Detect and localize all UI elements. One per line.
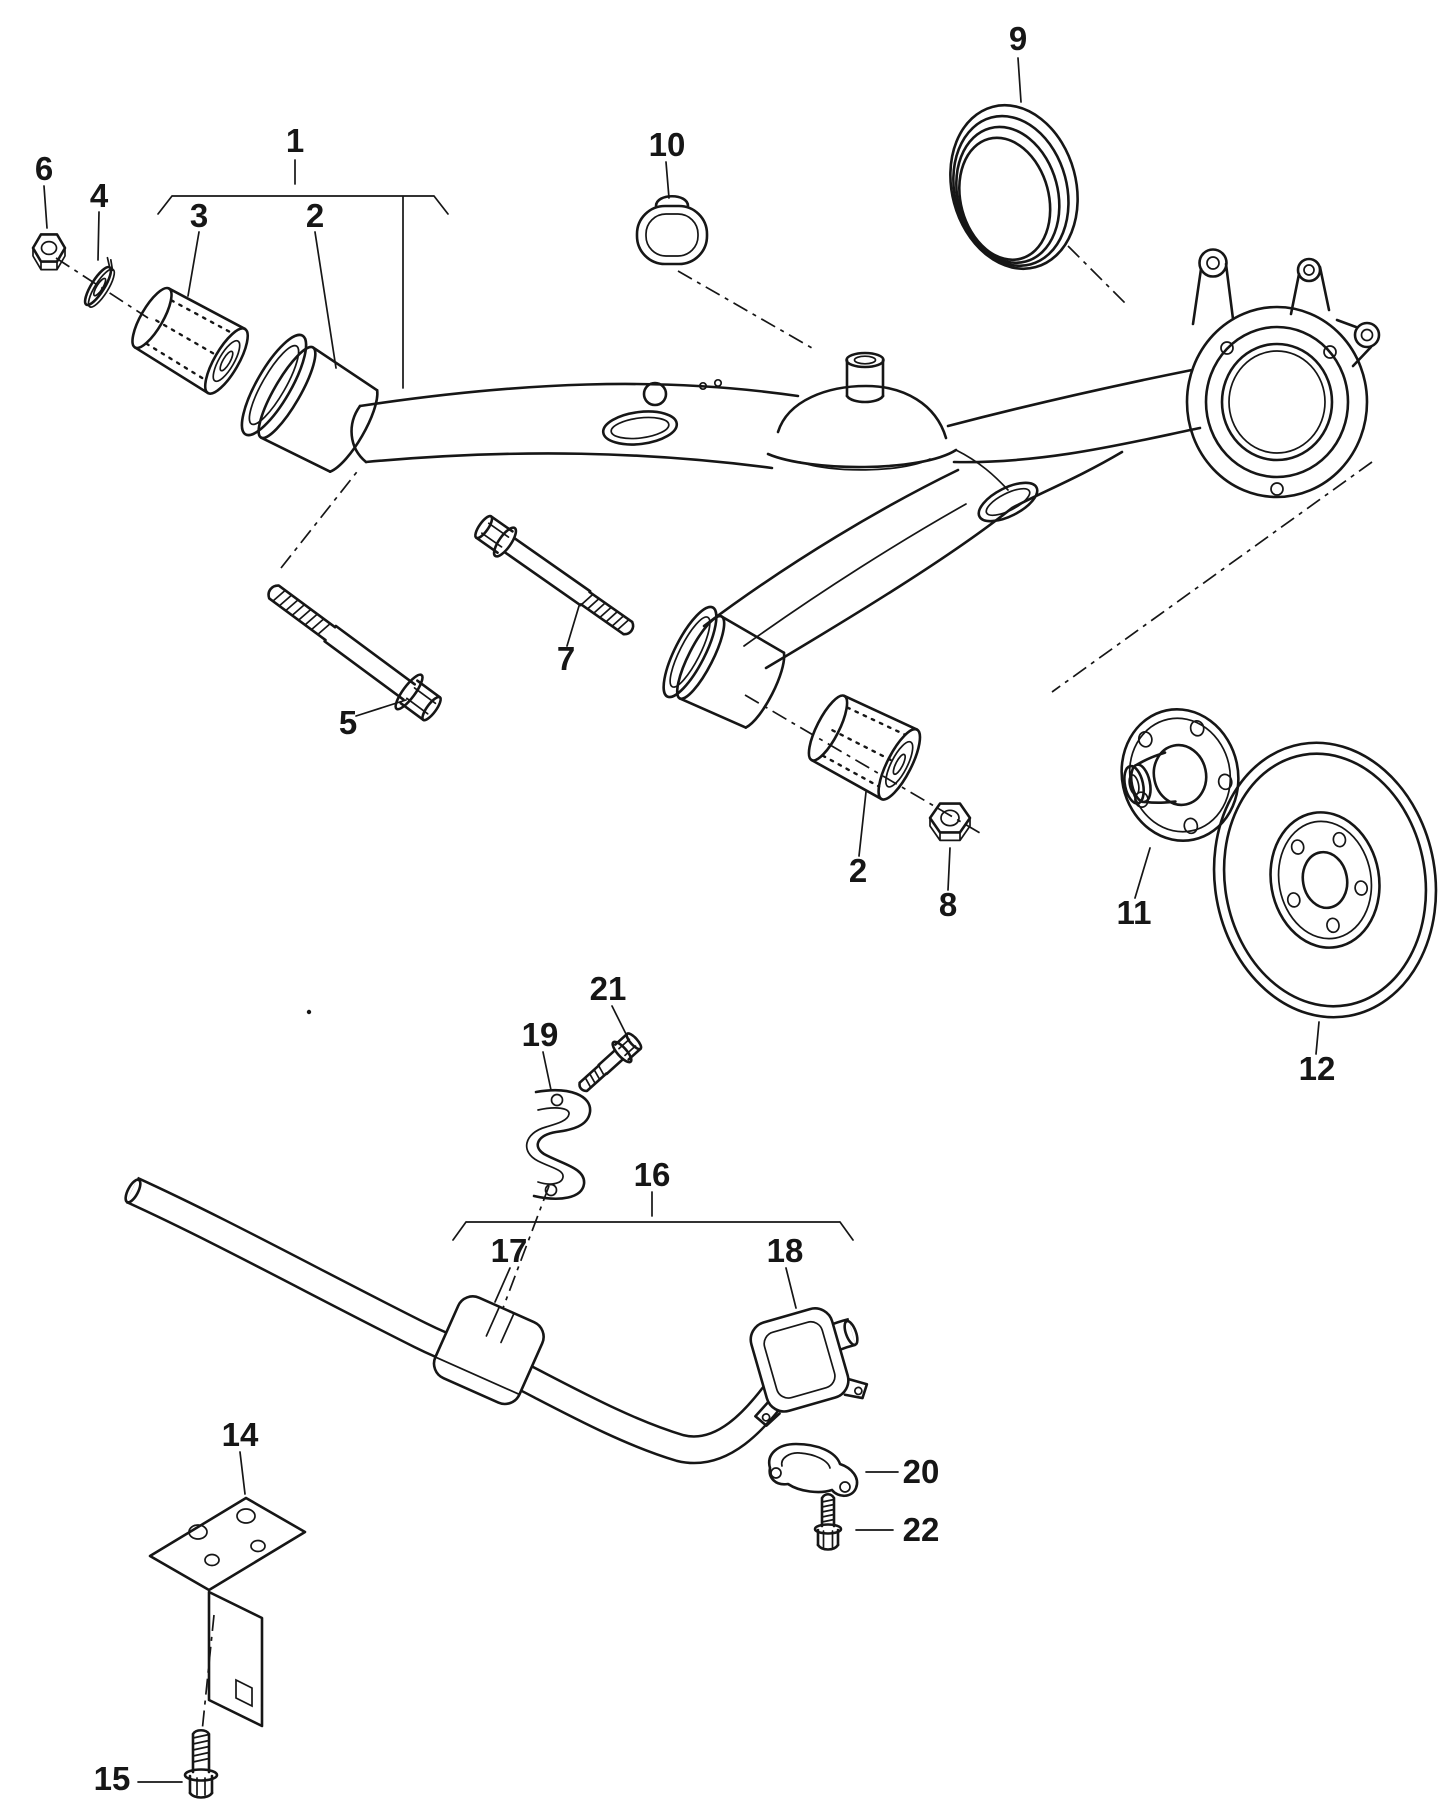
callout-8: 8 xyxy=(939,886,957,923)
callout-7: 7 xyxy=(557,640,575,677)
brake-disc-drawing xyxy=(1212,741,1438,1019)
callout-19: 19 xyxy=(522,1016,559,1053)
dot-mark xyxy=(306,1009,312,1015)
callout-11: 11 xyxy=(1117,894,1152,931)
bolt-21-drawing xyxy=(578,1032,643,1093)
sleeve-2-lower-drawing xyxy=(662,605,786,729)
callout-17: 17 xyxy=(491,1232,528,1269)
nut-8-drawing xyxy=(928,802,972,842)
bolt-22-drawing xyxy=(813,1492,843,1551)
wheel-bearing-housing-drawing xyxy=(1185,248,1381,499)
callout-21: 21 xyxy=(590,970,627,1007)
clamp-19-drawing xyxy=(525,1088,592,1200)
sleeve-2-upper-drawing xyxy=(240,333,379,474)
bushing-3-drawing xyxy=(131,286,249,395)
bracket-14-drawing xyxy=(148,1496,307,1728)
nut-6-drawing xyxy=(31,233,67,271)
stabilizer-clamp-18-drawing xyxy=(749,1307,869,1427)
callout-20: 20 xyxy=(903,1453,940,1490)
group-bracket-16 xyxy=(452,1221,854,1241)
callout-15: 15 xyxy=(94,1760,131,1797)
callout-18: 18 xyxy=(767,1232,804,1269)
callout-2-upper: 2 xyxy=(306,197,324,234)
cap-drawing xyxy=(635,194,709,266)
clamp-20-drawing xyxy=(767,1442,859,1498)
wheel-hub-drawing xyxy=(1120,708,1240,842)
callout-22: 22 xyxy=(903,1511,940,1548)
washer-drawing xyxy=(83,256,116,308)
callout-labels: 1 3 2 6 4 10 9 5 7 2 8 11 12 21 19 16 17… xyxy=(35,20,1336,1797)
leader-lines xyxy=(43,57,1320,1783)
callout-2-lower: 2 xyxy=(849,852,867,889)
callout-16: 16 xyxy=(634,1156,671,1193)
callout-9: 9 xyxy=(1009,20,1027,57)
callout-5: 5 xyxy=(339,704,357,741)
callout-4: 4 xyxy=(90,177,109,214)
bushing-2-lower-drawing xyxy=(807,694,922,801)
bolt-7-drawing xyxy=(474,514,635,636)
axle-beam-drawing xyxy=(350,351,1202,670)
callout-12: 12 xyxy=(1299,1050,1336,1087)
callout-6: 6 xyxy=(35,150,53,187)
stabilizer-mount-17-drawing xyxy=(432,1295,545,1406)
sensor-ring-drawing xyxy=(949,103,1079,271)
callout-3: 3 xyxy=(190,197,208,234)
bolt-5-drawing xyxy=(267,584,442,722)
callout-14: 14 xyxy=(222,1416,259,1453)
callout-1: 1 xyxy=(286,122,304,159)
bolt-15-drawing xyxy=(183,1728,219,1799)
group-bracket-1 xyxy=(157,195,449,389)
construction-lines xyxy=(55,245,1373,1733)
callout-10: 10 xyxy=(649,126,686,163)
